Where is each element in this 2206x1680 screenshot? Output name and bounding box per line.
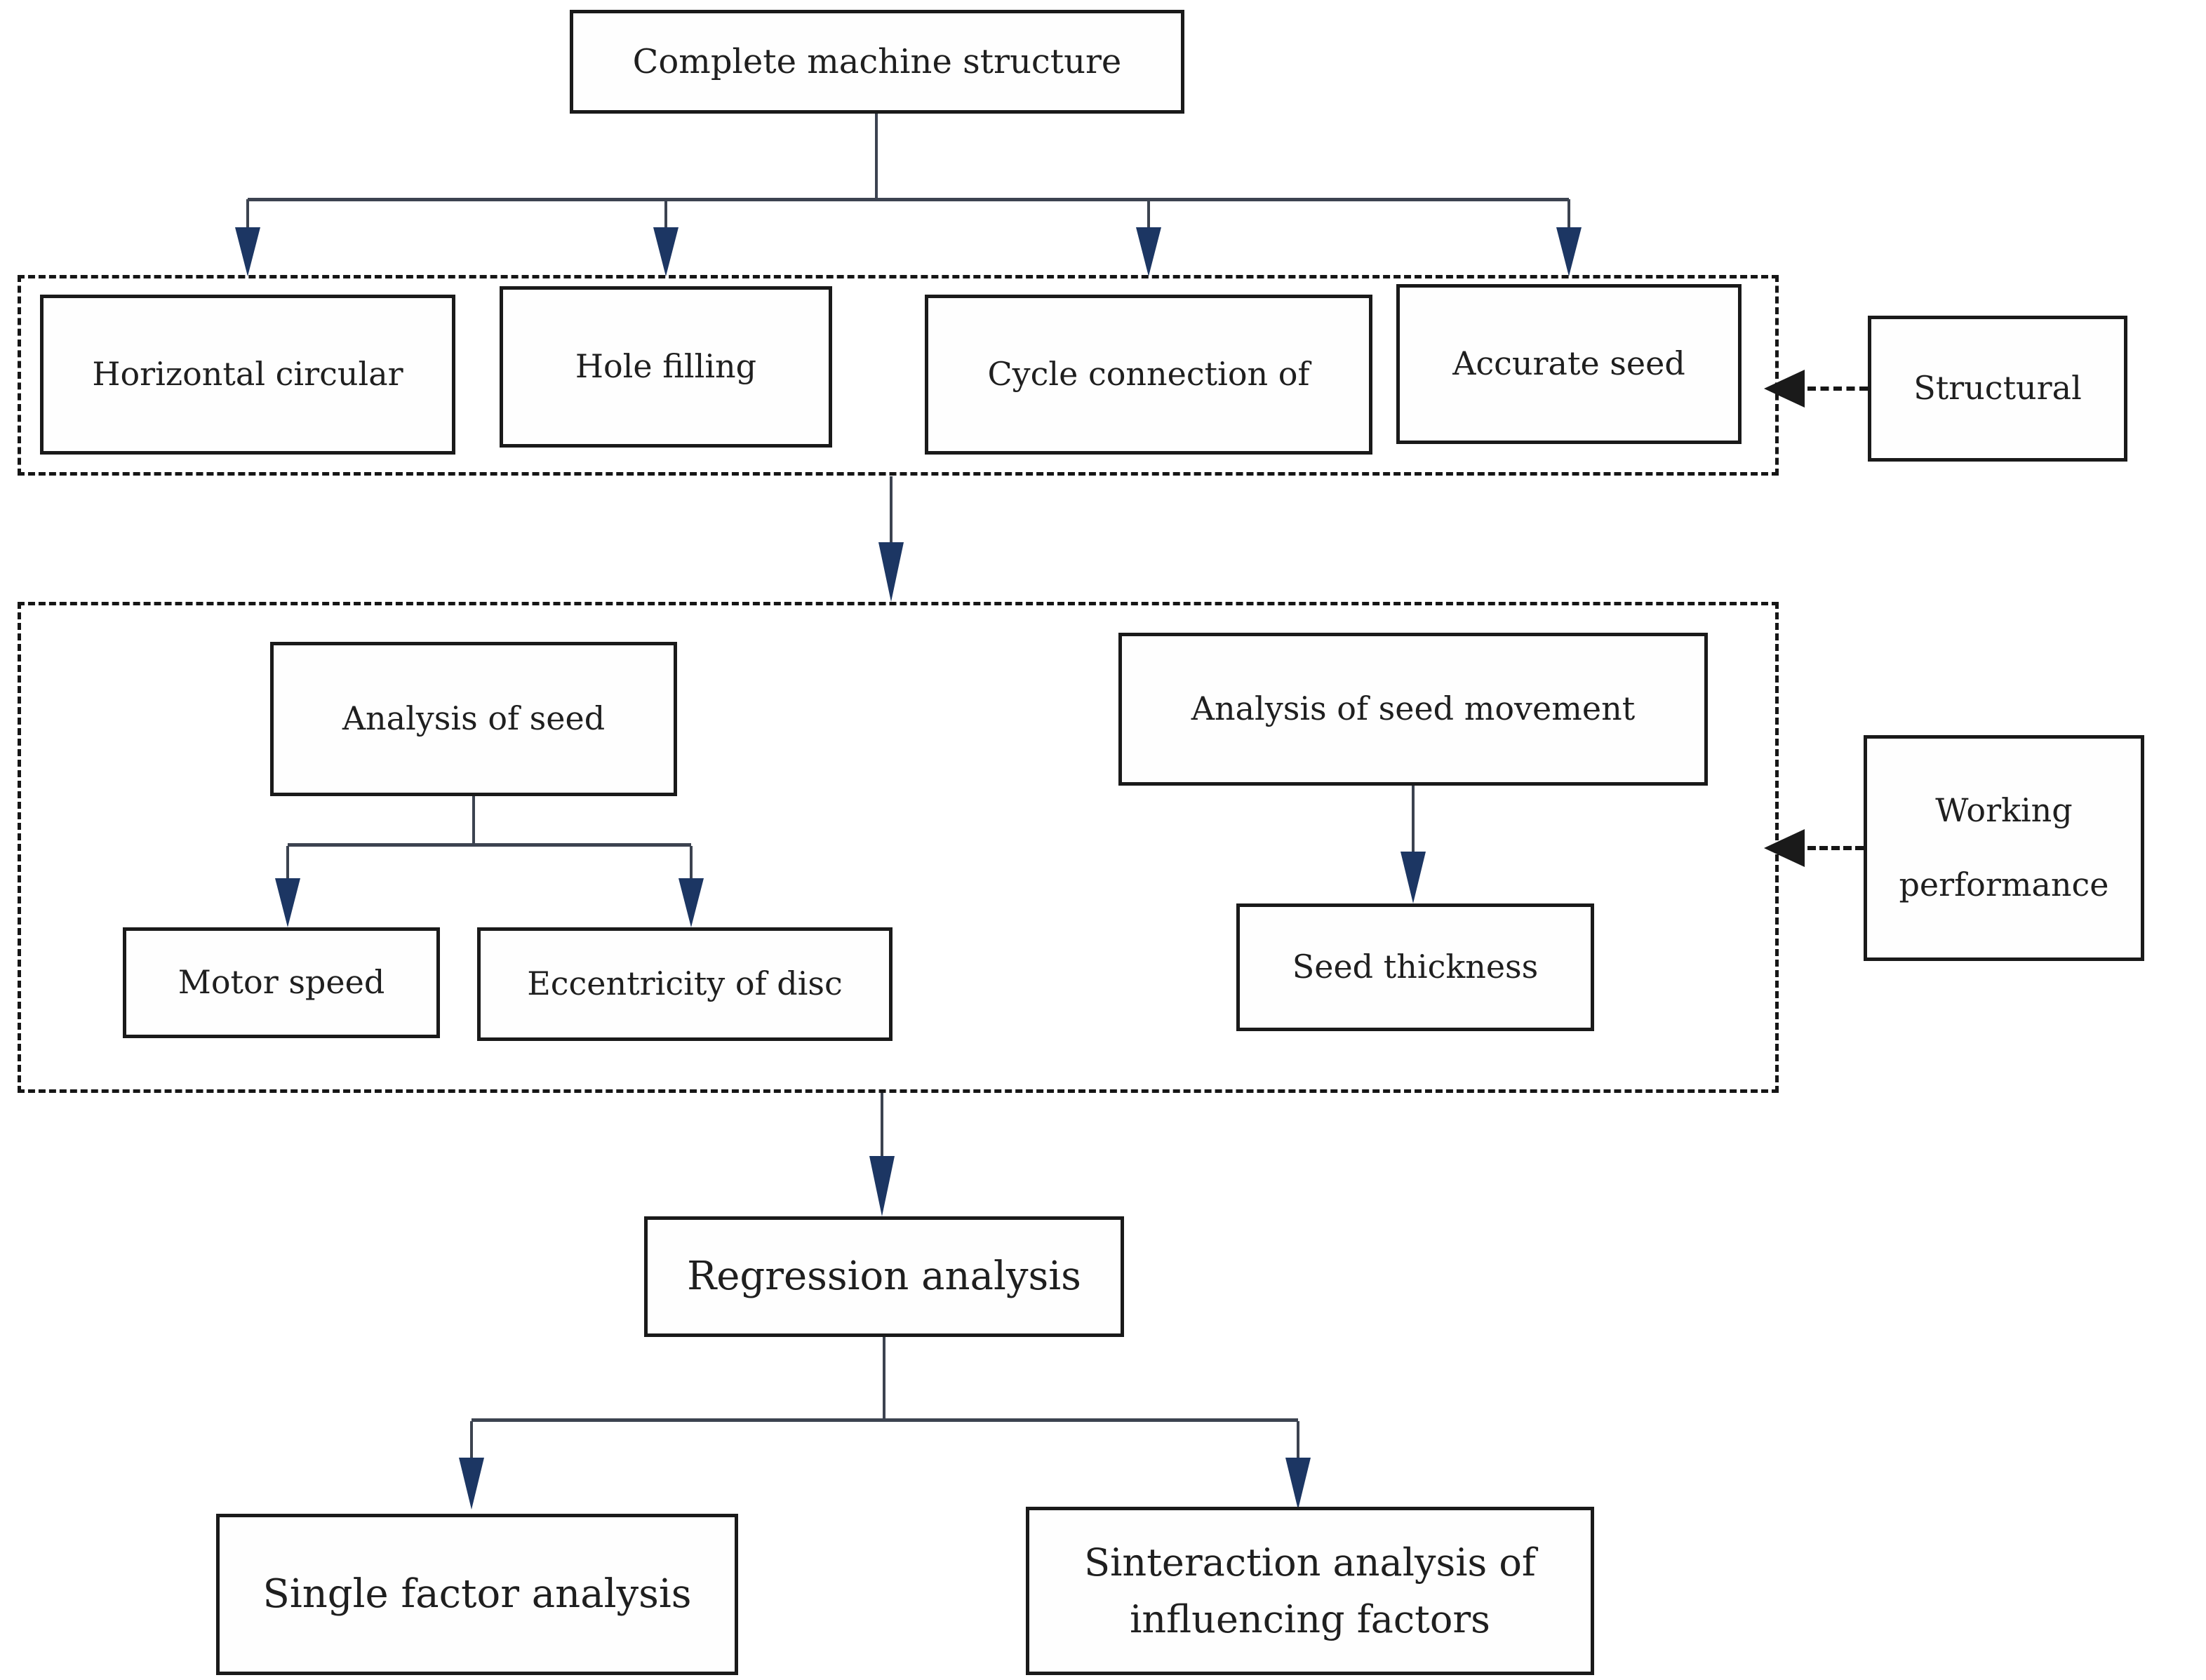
node-interaction-analysis: Sinteraction analysis of influencing fac… [1026, 1507, 1594, 1675]
connector-branch-stub-2 [664, 199, 667, 229]
node-accurate-seed: Accurate seed [1396, 284, 1742, 444]
connector-regression-stem [883, 1337, 885, 1421]
node-label: Seed thickness [1292, 948, 1539, 986]
connector-branch-stub-motor [286, 846, 289, 881]
node-label: Structural [1913, 369, 2082, 408]
connector-analysis-seed-stem [472, 796, 475, 846]
arrowhead-down-icon [878, 542, 904, 602]
arrowhead-down-icon [1136, 227, 1161, 276]
arrowhead-down-icon [678, 878, 704, 927]
connector-regression-branch [472, 1418, 1298, 1422]
arrowhead-left-icon [1764, 829, 1805, 867]
connector-branch-stub-single [470, 1421, 473, 1459]
arrowhead-down-icon [275, 878, 300, 927]
node-structural: Structural [1868, 316, 2127, 462]
arrowhead-down-icon [869, 1156, 895, 1216]
node-seed-thickness: Seed thickness [1236, 903, 1594, 1031]
node-label: Complete machine structure [632, 42, 1122, 81]
connector-movement-stem [1412, 786, 1415, 854]
node-label: Accurate seed [1452, 344, 1685, 383]
node-hole-filling: Hole filling [500, 286, 832, 448]
connector-branch-stub-eccentricity [690, 846, 693, 881]
node-label: Regression analysis [687, 1254, 1081, 1299]
node-cycle-connection-of: Cycle connection of [925, 295, 1372, 455]
node-motor-speed: Motor speed [123, 927, 440, 1038]
connector-branch-stub-4 [1567, 199, 1570, 229]
node-single-factor-analysis: Single factor analysis [216, 1514, 738, 1675]
arrowhead-down-icon [1401, 852, 1426, 903]
node-label: Eccentricity of disc [527, 965, 843, 1003]
node-label: Analysis of seed [342, 699, 606, 738]
node-analysis-of-seed: Analysis of seed [270, 642, 677, 796]
arrowhead-down-icon [1556, 227, 1582, 276]
node-label: Cycle connection of [987, 355, 1310, 394]
node-analysis-of-seed-movement: Analysis of seed movement [1118, 633, 1708, 786]
connector-group2-to-regression [881, 1093, 883, 1159]
arrowhead-left-icon [1764, 370, 1805, 408]
node-label: Hole filling [575, 347, 757, 386]
connector-branch-stub-interaction [1297, 1421, 1299, 1459]
node-label: Horizontal circular [92, 355, 403, 394]
arrowhead-down-icon [235, 227, 260, 276]
connector-group1-to-group2 [890, 476, 893, 545]
node-eccentricity-of-disc: Eccentricity of disc [477, 927, 893, 1041]
node-working-performance: Working performance [1864, 735, 2144, 961]
node-horizontal-circular: Horizontal circular [40, 295, 455, 455]
arrowhead-down-icon [1285, 1458, 1311, 1510]
connector-analysis-seed-branch [288, 843, 691, 847]
arrowhead-down-icon [459, 1458, 484, 1510]
node-label: Single factor analysis [262, 1571, 692, 1617]
connector-root-branch [248, 198, 1569, 201]
node-complete-machine-structure: Complete machine structure [570, 10, 1184, 114]
connector-branch-stub-1 [246, 199, 249, 229]
arrowhead-down-icon [653, 227, 678, 276]
node-label: Sinteraction analysis of influencing fac… [1084, 1540, 1536, 1641]
node-label: Analysis of seed movement [1191, 690, 1636, 728]
node-regression-analysis: Regression analysis [644, 1216, 1124, 1337]
connector-working-dashed [1807, 846, 1864, 850]
connector-branch-stub-3 [1147, 199, 1150, 229]
connector-root-stem [875, 114, 878, 199]
node-label: Motor speed [178, 963, 385, 1002]
node-label: Working performance [1899, 791, 2109, 903]
connector-structural-dashed [1807, 387, 1868, 391]
